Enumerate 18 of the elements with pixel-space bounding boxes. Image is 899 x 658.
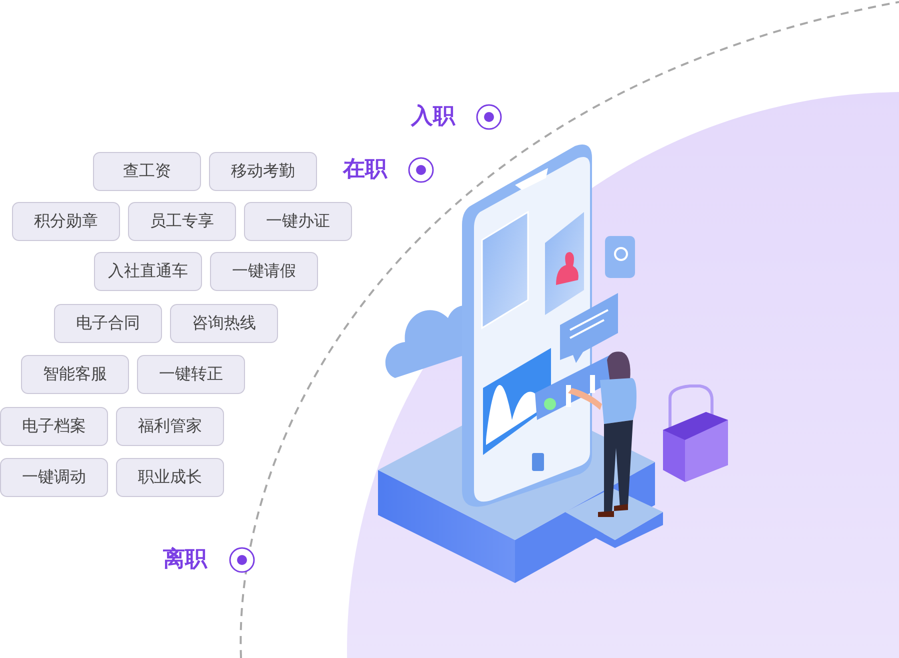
stage-label: 离职 [163,547,207,573]
feature-button: 一键办证 [244,202,352,241]
feature-button: 移动考勤 [209,152,317,191]
feature-button: 电子档案 [0,407,108,446]
feature-button: 查工资 [93,152,201,191]
feature-button: 入社直通车 [94,252,202,291]
feature-button: 员工专享 [128,202,236,241]
feature-button: 电子合同 [54,304,162,343]
stage-label: 入职 [411,104,455,130]
feature-button: 福利管家 [116,407,224,446]
feature-button: 一键转正 [137,355,245,394]
feature-button: 一键请假 [210,252,318,291]
feature-button: 咨询热线 [170,304,278,343]
feature-button: 智能客服 [21,355,129,394]
feature-button: 职业成长 [116,458,224,497]
stage-label: 在职 [343,157,387,183]
feature-button: 积分勋章 [12,202,120,241]
feature-button: 一键调动 [0,458,108,497]
